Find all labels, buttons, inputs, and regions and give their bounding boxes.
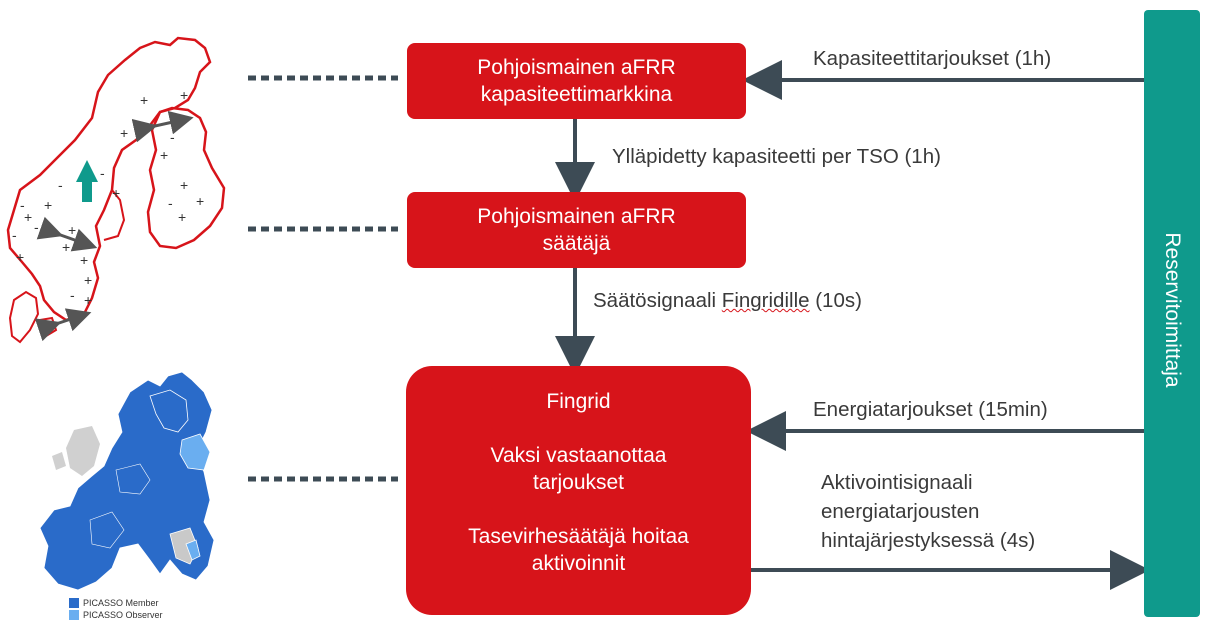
- box-line: Vaksi vastaanottaa: [490, 444, 667, 467]
- svg-text:-: -: [34, 219, 39, 235]
- box-line: Pohjoismainen aFRR: [477, 56, 676, 79]
- label-capacity-offers: Kapasiteettitarjoukset (1h): [813, 47, 1052, 70]
- svg-text:+: +: [62, 239, 70, 255]
- svg-text:+: +: [178, 209, 186, 225]
- legend-member: PICASSO Member: [69, 598, 159, 608]
- svg-text:+: +: [160, 147, 168, 163]
- reserve-provider-bar: [1144, 10, 1200, 617]
- svg-text:+: +: [84, 292, 92, 308]
- box-fingrid: Fingrid Vaksi vastaanottaa tarjoukset Ta…: [406, 366, 751, 615]
- europe-map: [39, 371, 215, 591]
- svg-text:+: +: [68, 222, 76, 238]
- box-line: tarjoukset: [532, 471, 625, 494]
- box-line: Pohjoismainen aFRR: [477, 205, 676, 228]
- svg-text:+: +: [196, 193, 204, 209]
- svg-text:-: -: [12, 227, 17, 243]
- svg-text:+: +: [44, 197, 52, 213]
- box-line: kapasiteettimarkkina: [480, 83, 673, 106]
- label-part: (10s): [809, 289, 862, 312]
- box-afrr-capacity-market: Pohjoismainen aFRR kapasiteettimarkkina: [407, 43, 746, 119]
- svg-text:+: +: [24, 209, 32, 225]
- label-control-signal: Säätösignaali Fingridille (10s): [593, 289, 862, 313]
- legend-swatch: [69, 610, 79, 620]
- box-line: säätäjä: [542, 232, 611, 255]
- svg-text:+: +: [180, 177, 188, 193]
- label-line: hintajärjestyksessä (4s): [821, 529, 1036, 552]
- legend-observer: PICASSO Observer: [69, 610, 163, 620]
- label-line: energiatarjousten: [821, 500, 980, 523]
- svg-text:-: -: [70, 287, 75, 303]
- box-afrr-regulator: Pohjoismainen aFRR säätäjä: [407, 192, 746, 268]
- svg-text:-: -: [168, 195, 173, 211]
- svg-text:-: -: [58, 177, 63, 193]
- legend-swatch: [69, 598, 79, 608]
- label-part-underlined: Fingridille: [721, 289, 810, 312]
- svg-text:+: +: [16, 249, 24, 265]
- box-line: aktivoinnit: [531, 552, 626, 575]
- svg-text:+: +: [120, 125, 128, 141]
- svg-text:+: +: [112, 185, 120, 201]
- reserve-provider-label: Reservitoimittaja: [1161, 232, 1184, 388]
- svg-text:+: +: [140, 92, 148, 108]
- svg-text:+: +: [80, 252, 88, 268]
- label-maintained-capacity: Ylläpidetty kapasiteetti per TSO (1h): [612, 145, 941, 168]
- nordic-map: +++ --- ++- +++ +-+ ++- +++ -+-: [6, 36, 226, 344]
- fingrid-title: Fingrid: [546, 390, 611, 413]
- svg-text:-: -: [170, 129, 175, 145]
- label-energy-offers: Energiatarjoukset (15min): [813, 398, 1048, 421]
- label-activation-signal: Aktivointisignaali energiatarjousten hin…: [821, 468, 1141, 555]
- svg-text:-: -: [100, 165, 105, 181]
- svg-text:+: +: [84, 272, 92, 288]
- box-line: Tasevirhesäätäjä hoitaa: [468, 525, 689, 548]
- legend-label: PICASSO Observer: [83, 610, 163, 620]
- label-line: Aktivointisignaali: [821, 471, 973, 494]
- svg-text:+: +: [180, 87, 188, 103]
- legend-label: PICASSO Member: [83, 598, 159, 608]
- label-part: Säätösignaali: [593, 289, 722, 312]
- svg-text:-: -: [20, 197, 25, 213]
